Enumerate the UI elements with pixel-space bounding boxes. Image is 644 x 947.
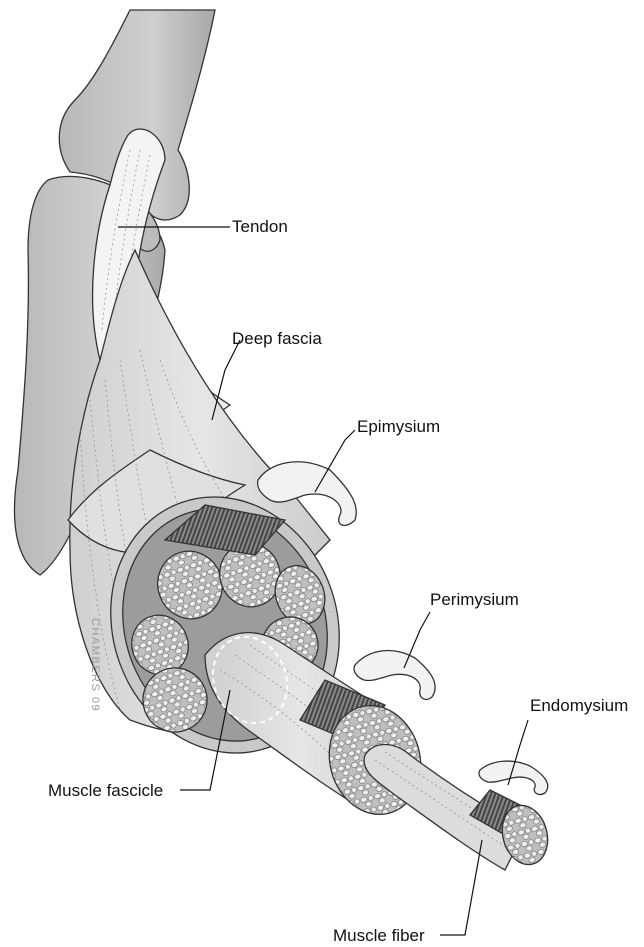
muscle-fascicle-label: Muscle fascicle: [48, 781, 163, 800]
perimysium-curl: [354, 651, 435, 700]
endomysium-label: Endomysium: [530, 696, 628, 715]
deep-fascia-label: Deep fascia: [232, 329, 322, 348]
muscle-fiber-label: Muscle fiber: [333, 926, 425, 945]
epimysium-label: Epimysium: [357, 417, 440, 436]
watermark-text: CHAMBERS 09: [89, 618, 101, 712]
tendon-label: Tendon: [232, 217, 288, 236]
perimysium-label: Perimysium: [430, 590, 519, 609]
